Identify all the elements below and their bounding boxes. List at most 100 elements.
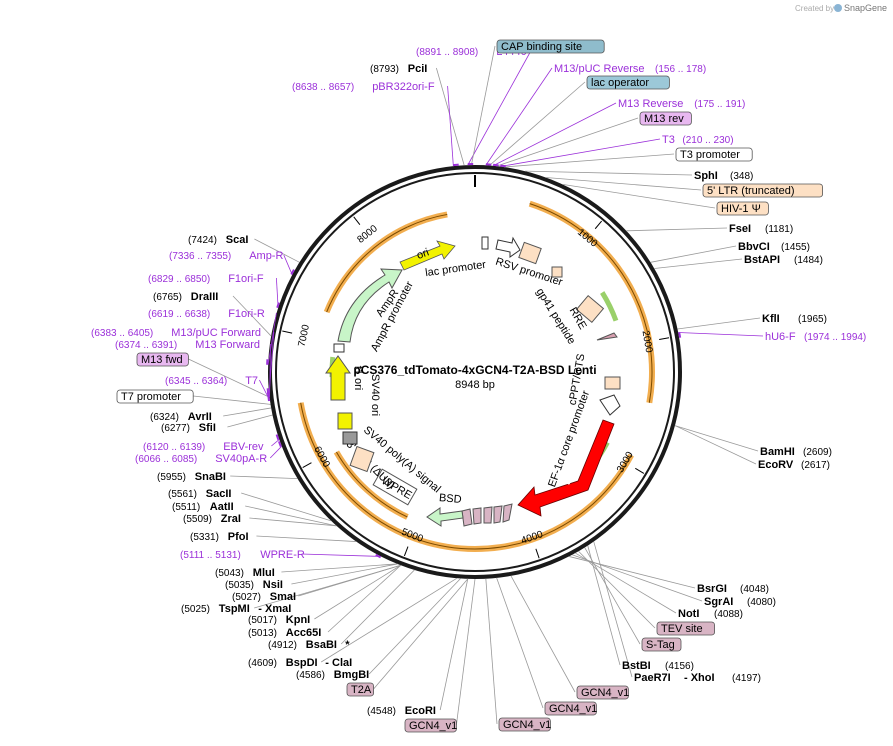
leader-line	[485, 67, 553, 166]
label-name: SacII	[206, 488, 232, 500]
leader-line	[677, 317, 761, 330]
label-hiv[interactable]: HIV-1 Ψ	[716, 201, 769, 216]
label-fsei[interactable]: FseI(1181)	[729, 223, 793, 235]
label-sfii[interactable]: (6277)SfiI	[161, 422, 216, 434]
label-name: BstBI	[622, 660, 651, 672]
label-sv40pa[interactable]: (6066 .. 6085)SV40pA-R	[135, 453, 267, 465]
label-pcii[interactable]: (8793)PciI	[370, 63, 427, 75]
label-paer7i[interactable]: PaeR7I- XhoI(4197)	[634, 672, 761, 684]
label-position: (5027)	[232, 592, 261, 603]
feature-gcn4-repeats[interactable]	[461, 503, 513, 527]
label-gcn4d[interactable]: GCN4_v1	[576, 685, 629, 700]
label-zrai[interactable]: (5509)ZraI	[183, 513, 241, 525]
label-sacii[interactable]: (5561)SacII	[168, 488, 231, 500]
label-t3[interactable]: T3(210 .. 230)	[662, 134, 734, 146]
leader-line	[575, 552, 677, 614]
label-mlui[interactable]: (5043)MluI	[215, 567, 275, 579]
label-position: (348)	[730, 171, 753, 182]
label-ampr[interactable]: (7336 .. 7355)Amp-R	[169, 250, 283, 262]
label-position: (8638 .. 8657)	[292, 82, 354, 93]
feature-sv40ori-box[interactable]	[337, 412, 353, 430]
label-gcn4c[interactable]: GCN4_v1	[544, 701, 597, 716]
feature-lac-promoter[interactable]: lac promoter	[424, 236, 489, 279]
label-smai[interactable]: (5027)SmaI	[232, 591, 296, 603]
label-t2a[interactable]: T2A	[346, 682, 375, 697]
feature-f1-ori[interactable]: f1 ori	[325, 355, 364, 401]
feature-ampr-promoter-box[interactable]	[333, 343, 345, 353]
label-scai[interactable]: (7424)ScaI	[188, 234, 248, 246]
label-ecori[interactable]: (4548)EcoRI	[367, 705, 436, 717]
feature-ampr[interactable]: AmpR AmpR promoter	[337, 268, 416, 354]
label-bstapi[interactable]: BstAPI(1484)	[744, 254, 823, 266]
feature-gp41-arrow[interactable]	[596, 332, 618, 341]
label-bstbi[interactable]: BstBI(4156)	[622, 660, 694, 672]
label-ltrt[interactable]: 5' LTR (truncated)	[702, 183, 823, 198]
label-position: (6277)	[161, 423, 190, 434]
label-m13pucfwd[interactable]: (6383 .. 6405)M13/pUC Forward	[91, 327, 261, 339]
label-gcn4b[interactable]: GCN4_v1	[498, 717, 551, 732]
label-sgrai[interactable]: SgrAI(4080)	[704, 596, 776, 608]
label-acc65i[interactable]: (5013)Acc65I	[248, 627, 321, 639]
label-draiii[interactable]: (6765)DraIII	[153, 291, 218, 303]
label-sphi[interactable]: SphI(348)	[694, 170, 753, 182]
label-m13rev[interactable]: M13 Reverse(175 .. 191)	[618, 98, 745, 110]
label-bsabi[interactable]: (4912)BsaBI*	[268, 639, 350, 651]
label-nsii[interactable]: (5035)NsiI	[225, 579, 283, 591]
label-ebv[interactable]: (6120 .. 6139)EBV-rev	[143, 441, 264, 453]
feature-sv40pa-box[interactable]	[342, 431, 358, 445]
feature-bsd[interactable]: BSD	[426, 492, 464, 527]
label-f1orif[interactable]: (6829 .. 6850)F1ori-F	[148, 273, 264, 285]
orf-arc-core	[529, 203, 653, 403]
label-t7[interactable]: (6345 .. 6364)T7	[165, 375, 258, 387]
label-name: NsiI	[263, 579, 283, 591]
label-name: T3	[662, 134, 675, 146]
primer-mark	[678, 332, 682, 338]
feature-ef1a-arrow[interactable]	[599, 394, 621, 416]
leader-line	[545, 177, 702, 191]
label-bmgbi[interactable]: (4586)BmgBI	[296, 669, 369, 681]
label-aatii[interactable]: (5511)AatII	[172, 501, 234, 513]
label-bamhi[interactable]: BamHI(2609)	[760, 446, 832, 458]
label-lacop[interactable]: lac operator	[586, 75, 670, 90]
label-t3prom[interactable]: T3 promoter	[675, 147, 753, 162]
label-tspmi[interactable]: (5025)TspMI- XmaI	[181, 603, 291, 615]
label-m13revbox[interactable]: M13 rev	[639, 111, 692, 126]
label-t7prom[interactable]: T7 promoter	[116, 389, 194, 404]
label-bbvci[interactable]: BbvCI(1455)	[738, 241, 810, 253]
primer-mark	[275, 434, 280, 441]
feature-ltr3-box[interactable]	[349, 445, 375, 473]
orf-arc[interactable]	[406, 211, 448, 230]
label-position: (8891 .. 8908)	[416, 47, 478, 58]
label-box	[641, 637, 682, 652]
label-wprer[interactable]: (5111 .. 5131)WPRE-R	[180, 549, 305, 561]
label-gcn4a[interactable]: GCN4_v1	[404, 718, 457, 733]
label-position: (7424)	[188, 235, 217, 246]
label-position: (4609)	[248, 658, 277, 669]
feature-rre[interactable]: RRE gp41 peptide	[534, 286, 605, 347]
label-pbr[interactable]: (8638 .. 8657)pBR322ori-F	[292, 81, 435, 93]
label-noti[interactable]: NotI(4088)	[678, 608, 743, 620]
label-bsrgi[interactable]: BsrGI(4048)	[697, 583, 769, 595]
label-m13fwdbox[interactable]: M13 fwd	[136, 352, 189, 367]
label-pfoi[interactable]: (5331)PfoI	[190, 531, 249, 543]
feature-rsv-promoter[interactable]: RSV promoter	[494, 236, 564, 289]
label-position: (5017)	[248, 615, 277, 626]
label-m13fwd[interactable]: (6374 .. 6391)M13 Forward	[115, 339, 260, 351]
label-avrii[interactable]: (6324)AvrII	[150, 411, 212, 423]
label-kfli[interactable]: KflI(1965)	[762, 313, 827, 325]
label-tev[interactable]: TEV site	[656, 621, 715, 636]
green-orf-arc[interactable]	[600, 291, 619, 322]
label-m13puc-rev[interactable]: M13/pUC Reverse(156 .. 178)	[554, 63, 706, 75]
label-ecorv[interactable]: EcoRV(2617)	[758, 459, 830, 471]
label-hu6[interactable]: hU6-F(1974 .. 1994)	[765, 331, 866, 343]
feature-ltr-5[interactable]	[551, 266, 563, 278]
label-snabi[interactable]: (5955)SnaBI	[157, 471, 226, 483]
feature-ori[interactable]: ori	[399, 240, 456, 271]
label-cap[interactable]: CAP binding site	[496, 39, 605, 54]
label-box	[675, 147, 753, 162]
label-f1orir[interactable]: (6619 .. 6638)F1ori-R	[148, 308, 265, 320]
label-bspdi[interactable]: (4609)BspDI- ClaI	[248, 657, 352, 669]
label-stag[interactable]: S-Tag	[641, 637, 682, 652]
feature-f1-label: f1 ori	[352, 366, 364, 390]
label-kpni[interactable]: (5017)KpnI	[248, 614, 310, 626]
